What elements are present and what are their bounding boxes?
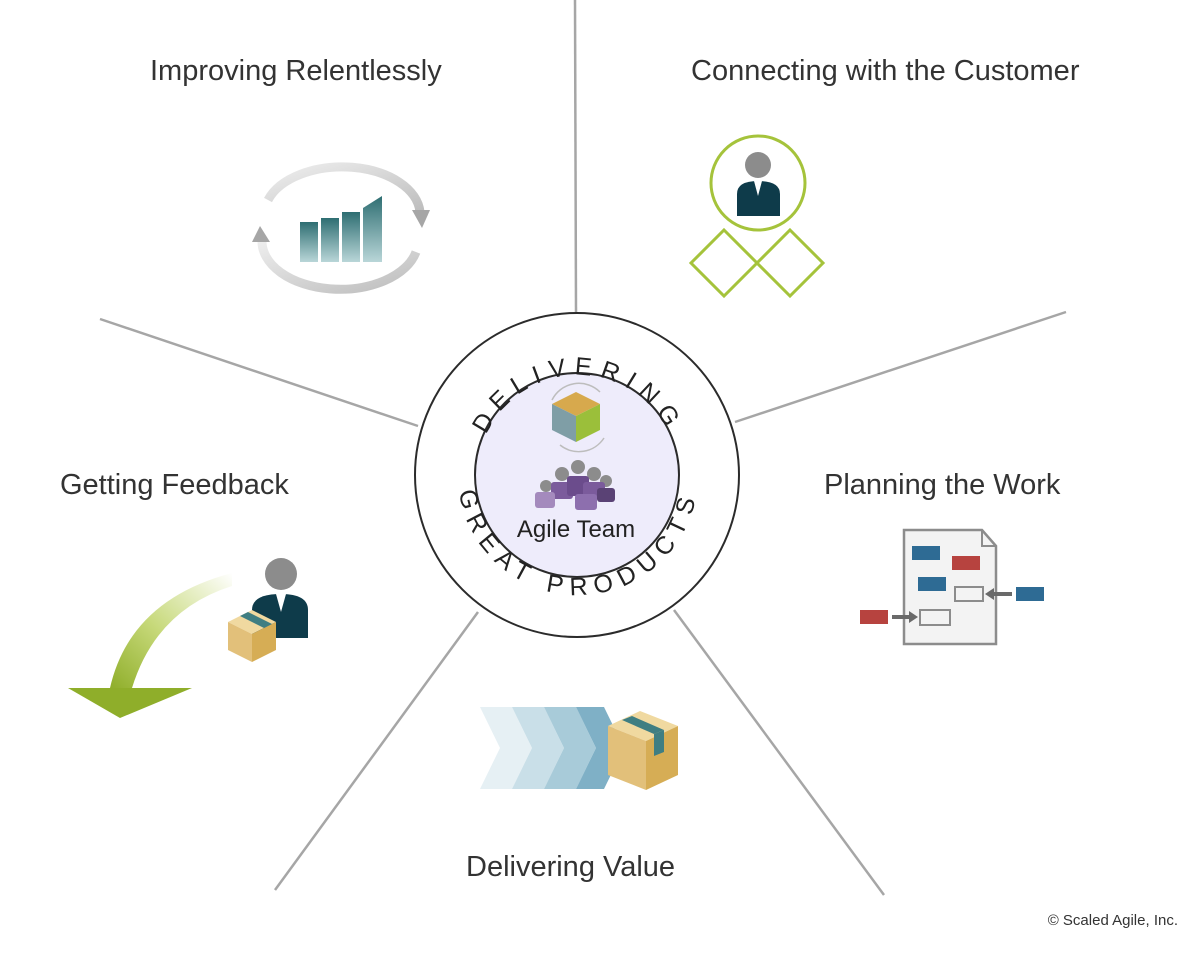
label-connecting-with-customer: Connecting with the Customer <box>691 55 1080 87</box>
label-getting-feedback: Getting Feedback <box>60 469 289 501</box>
spokes <box>99 0 1067 896</box>
spoke-left <box>99 317 419 428</box>
label-improving-relentlessly: Improving Relentlessly <box>150 55 442 87</box>
team-icon <box>535 460 615 510</box>
planning-board-icon <box>860 528 1044 646</box>
copyright-notice: © Scaled Agile, Inc. <box>1047 912 1178 929</box>
spoke-right <box>734 310 1067 424</box>
delivery-chevrons-icon <box>480 707 678 790</box>
spoke-top <box>573 0 578 313</box>
center-hub: DELIVERING GREAT PRODUCTS <box>414 312 740 638</box>
improvement-cycle-icon <box>252 162 430 294</box>
label-delivering-value: Delivering Value <box>466 851 676 883</box>
inner-circle <box>474 372 680 578</box>
spoke-bottom-left <box>273 611 480 891</box>
label-planning-the-work: Planning the Work <box>824 469 1061 501</box>
agile-team-label: Agile Team <box>517 516 635 543</box>
customer-icon <box>688 134 826 299</box>
cube-icon <box>551 382 605 453</box>
spoke-bottom-right <box>672 609 886 896</box>
feedback-icon <box>68 558 308 718</box>
